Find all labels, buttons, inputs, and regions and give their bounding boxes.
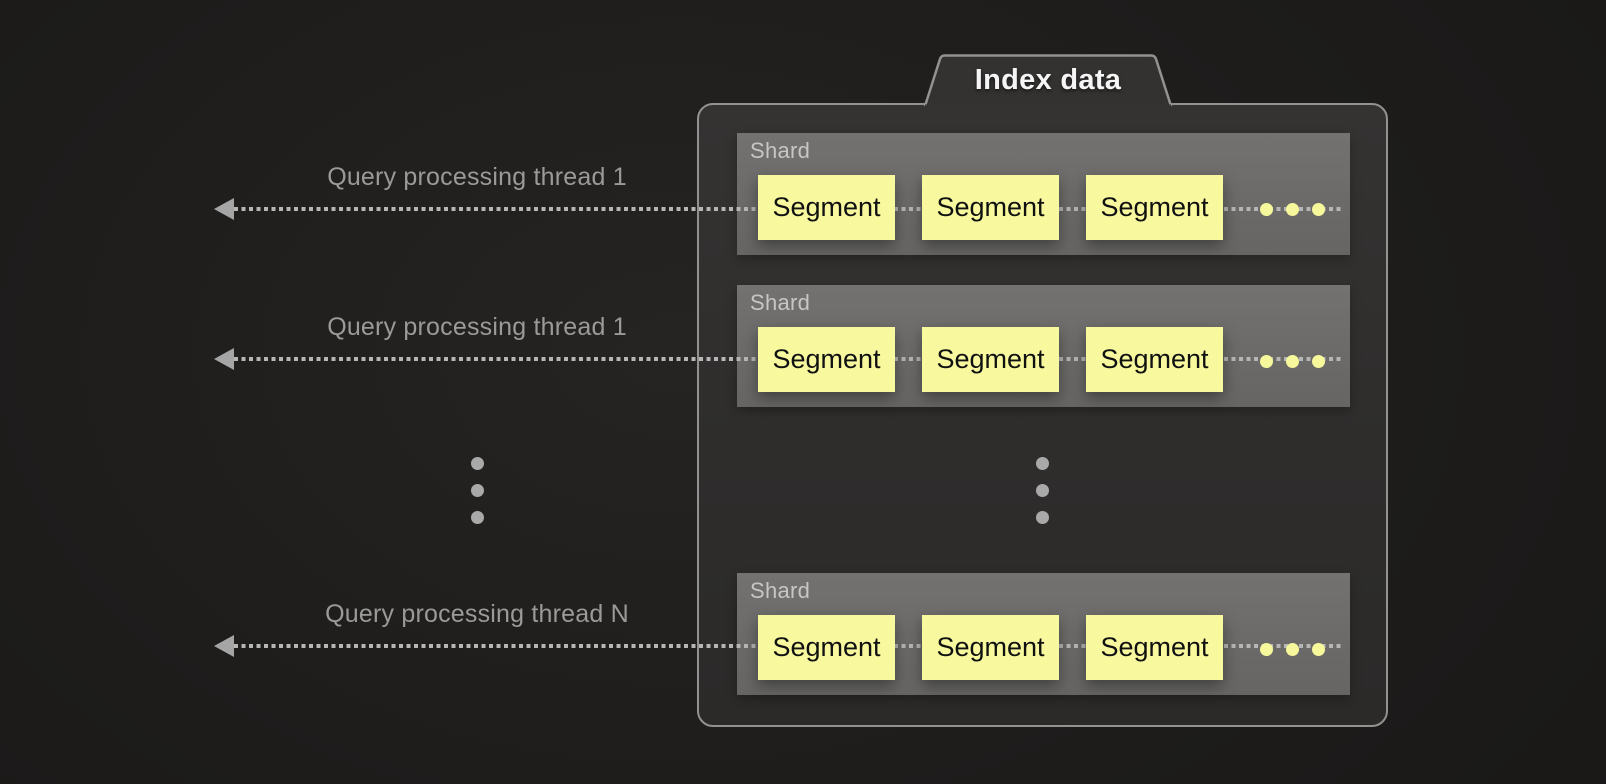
ellipsis-dot [1036, 484, 1049, 497]
segment-box: Segment [1086, 327, 1223, 392]
segment-ellipsis-icon [1260, 643, 1325, 656]
ellipsis-dot [1312, 203, 1325, 216]
ellipsis-dot [1312, 643, 1325, 656]
arrow-label: Query processing thread 1 [327, 163, 627, 191]
segment-box: Segment [758, 615, 895, 680]
segment-box: Segment [922, 327, 1059, 392]
segment-box: Segment [758, 175, 895, 240]
segment-box: Segment [922, 175, 1059, 240]
shard-label: Shard [750, 290, 811, 315]
ellipsis-dot [471, 511, 484, 524]
ellipsis-dot [1036, 457, 1049, 470]
left-arrowhead-icon [214, 348, 234, 370]
shard-row: Shard Segment Segment Segment [737, 285, 1350, 407]
shard-label: Shard [750, 138, 811, 163]
segment-ellipsis-icon [1260, 355, 1325, 368]
ellipsis-dot [1286, 355, 1299, 368]
segment-box: Segment [922, 615, 1059, 680]
left-arrowhead-icon [214, 198, 234, 220]
ellipsis-dot [1286, 203, 1299, 216]
ellipsis-dot [471, 484, 484, 497]
segment-ellipsis-icon [1260, 203, 1325, 216]
shard-row: Shard Segment Segment Segment [737, 573, 1350, 695]
arrow-label: Query processing thread N [325, 600, 629, 628]
threads-ellipsis-icon [471, 457, 484, 524]
ellipsis-dot [471, 457, 484, 470]
tab-trapezoid [923, 54, 1173, 106]
index-data-tab-shape [923, 54, 1173, 106]
segment-box: Segment [1086, 175, 1223, 240]
ellipsis-dot [1312, 355, 1325, 368]
ellipsis-dot [1260, 643, 1273, 656]
ellipsis-dot [1286, 643, 1299, 656]
ellipsis-dot [1260, 203, 1273, 216]
segment-box: Segment [758, 327, 895, 392]
shard-label: Shard [750, 578, 811, 603]
segment-box: Segment [1086, 615, 1223, 680]
ellipsis-dot [1260, 355, 1273, 368]
ellipsis-dot [1036, 511, 1049, 524]
arrow-label: Query processing thread 1 [327, 313, 627, 341]
left-arrowhead-icon [214, 635, 234, 657]
shards-ellipsis-icon [1036, 457, 1049, 524]
shard-row: Shard Segment Segment Segment [737, 133, 1350, 255]
panel-title: Index data [974, 64, 1122, 96]
